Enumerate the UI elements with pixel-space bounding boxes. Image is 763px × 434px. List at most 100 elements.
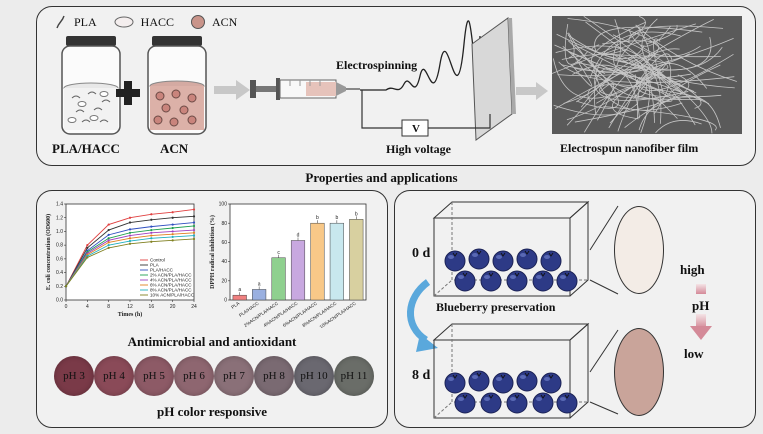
- bar-letter: b: [335, 215, 338, 221]
- nanofiber-strand: [575, 19, 714, 103]
- nanofiber-strand: [567, 32, 575, 58]
- nanofiber-strand: [572, 64, 640, 119]
- antimicrobial-caption: Antimicrobial and antioxidant: [127, 334, 297, 349]
- nanofiber-strand: [637, 73, 696, 126]
- y-axis-label: E. coli concentration (OD600): [45, 214, 52, 290]
- data-point: [150, 237, 153, 240]
- film-circle-day0: [614, 206, 664, 294]
- legend-hacc: HACC: [140, 14, 175, 29]
- ph-low-label: low: [684, 346, 704, 361]
- data-point: [86, 244, 89, 247]
- pla-hacc-label: PLA/HACC: [52, 141, 120, 156]
- pla-fiber-icon: [56, 15, 65, 29]
- x-tick-label: 8: [107, 304, 110, 310]
- data-point: [107, 239, 110, 242]
- nanofiber-strand: [594, 67, 678, 119]
- data-point: [128, 228, 132, 231]
- nanofiber-sem-image: [552, 16, 742, 134]
- blueberry-icon: [556, 392, 578, 414]
- arrow-right-icon: [214, 80, 250, 100]
- nanofiber-strand: [568, 32, 669, 88]
- ph-swatch: pH 3: [54, 356, 94, 396]
- ph-caption: pH color responsive: [156, 404, 268, 419]
- data-point: [128, 234, 132, 237]
- blueberry-icon: [516, 370, 538, 392]
- y-tick-label: 60: [221, 240, 227, 246]
- nanofiber-strand: [601, 23, 696, 56]
- box-day8: [432, 322, 590, 419]
- nanofiber-strand: [653, 38, 664, 95]
- nanofiber-strand: [567, 34, 645, 60]
- data-point: [150, 240, 153, 243]
- ph-scale-label: pH: [692, 298, 710, 313]
- data-point: [107, 246, 110, 249]
- data-point: [192, 208, 196, 211]
- nanofiber-strand: [555, 45, 662, 124]
- curved-arrow-icon: [407, 279, 438, 352]
- x-tick-label: 16: [149, 304, 155, 310]
- data-point: [150, 231, 153, 234]
- film-label: Electrospun nanofiber film: [560, 141, 699, 155]
- blueberries-day8: [440, 370, 578, 418]
- data-point: [107, 237, 110, 240]
- data-point: [128, 237, 132, 240]
- ph-swatch: pH 4: [94, 356, 134, 396]
- bar-letter: b: [355, 211, 358, 217]
- y-tick-label: 0.2: [56, 284, 63, 290]
- y-tick-label: 0.4: [56, 270, 63, 276]
- ph-high-label: high: [680, 262, 705, 277]
- nanofiber-strand: [558, 61, 735, 83]
- acn-icon: [191, 15, 206, 29]
- box-day0: [432, 200, 590, 297]
- voltage-circuit: [361, 90, 491, 137]
- blueberry-icon: [492, 250, 514, 272]
- day0-label: 0 d: [412, 246, 431, 261]
- blueberry-icon: [540, 250, 562, 272]
- plus-icon: [116, 81, 140, 105]
- collector-plate: [471, 17, 516, 141]
- zoom-lines-day0: [589, 205, 619, 295]
- y-tick-label: 0: [224, 298, 227, 304]
- data-point: [150, 213, 153, 216]
- syringe-icon: [250, 78, 360, 100]
- data-point: [150, 225, 153, 228]
- data-point: [171, 230, 174, 233]
- category-label: PLA: [230, 300, 241, 310]
- nanofiber-strand: [619, 34, 644, 63]
- high-voltage-label: High voltage: [386, 142, 451, 156]
- data-point: [192, 237, 196, 241]
- blueberry-icon: [480, 270, 502, 292]
- data-point: [192, 228, 196, 232]
- bar-letter: c: [277, 250, 280, 256]
- acn-vial: [147, 36, 207, 135]
- nanofiber-strand: [571, 54, 593, 87]
- data-point: [128, 242, 132, 245]
- nanofiber-strand: [567, 18, 672, 115]
- data-point: [107, 228, 110, 232]
- x-tick-label: 0: [65, 304, 68, 310]
- nanofiber-strand: [566, 82, 614, 126]
- data-point: [192, 231, 196, 234]
- y-tick-label: 20: [221, 278, 227, 284]
- legend-entry: Control: [150, 258, 165, 263]
- legend-entry: PLA/HACC: [150, 268, 174, 273]
- nanofiber-strand: [624, 95, 721, 128]
- bar: [349, 219, 364, 301]
- bar: [252, 289, 267, 301]
- blueberry-icon: [540, 372, 562, 394]
- blueberry-icon: [492, 372, 514, 394]
- data-point: [107, 241, 110, 244]
- data-point: [150, 234, 153, 237]
- blueberry-icon: [506, 270, 528, 292]
- spinning-jet: [360, 20, 481, 91]
- ph-down-arrow-icon: [690, 284, 712, 340]
- legend-entry: 2% ACN/PLA/HACC: [150, 273, 192, 278]
- bar: [290, 240, 306, 301]
- bar-letter: d: [297, 232, 300, 238]
- y-tick-label: 40: [221, 259, 227, 265]
- blueberry-icon: [444, 250, 466, 272]
- blueberry-icon: [532, 270, 554, 292]
- nanofiber-strand: [557, 53, 690, 77]
- x-tick-label: 20: [170, 304, 176, 310]
